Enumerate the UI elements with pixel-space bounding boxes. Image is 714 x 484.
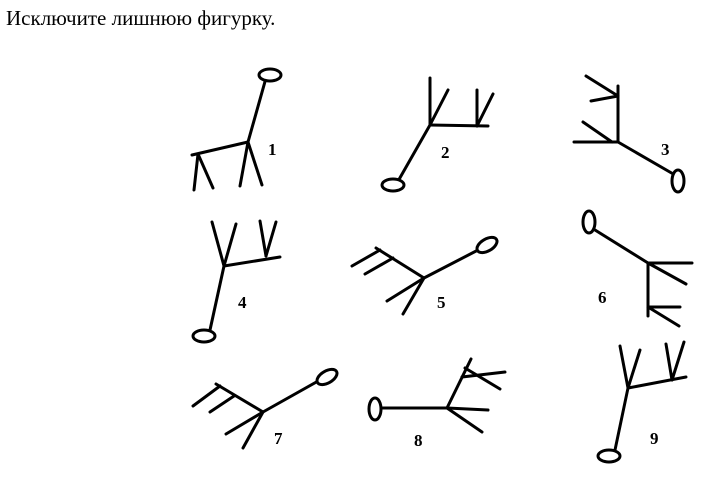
figure-8[interactable]: 8 <box>367 357 507 450</box>
figure-7[interactable]: 7 <box>191 366 340 450</box>
figure-number: 8 <box>414 431 423 450</box>
figure-number: 2 <box>441 143 450 162</box>
figure-number: 9 <box>650 429 659 448</box>
figure-3[interactable]: 3 <box>572 74 686 194</box>
figure-2[interactable]: 2 <box>380 76 495 193</box>
figure-1[interactable]: 1 <box>190 67 283 192</box>
figure-number: 3 <box>661 140 670 159</box>
figure-4[interactable]: 4 <box>191 219 282 344</box>
figure-6[interactable]: 6 <box>581 209 694 328</box>
figure-number: 5 <box>437 293 446 312</box>
figure-number: 6 <box>598 288 607 307</box>
figure-number: 7 <box>274 429 283 448</box>
figure-9[interactable]: 9 <box>596 340 688 464</box>
task-title: Исключите лишнюю фигурку. <box>6 6 276 30</box>
figure-number: 4 <box>238 293 247 312</box>
figure-5[interactable]: 5 <box>350 234 500 316</box>
figure-number: 1 <box>268 140 277 159</box>
